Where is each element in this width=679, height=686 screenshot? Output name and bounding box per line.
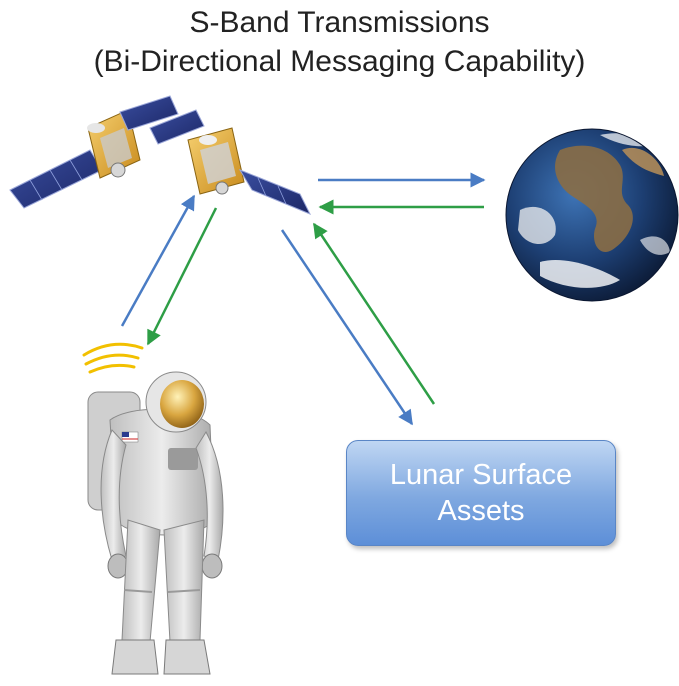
relay-satellite-icon [149,109,312,215]
link-arrow-astronaut-to-satellite [120,194,196,327]
earth-globe-icon [505,128,679,302]
diagram-title-line-1: S-Band Transmissions [189,6,490,39]
lunar-assets-label-line-1: Lunar Surface [389,459,573,491]
diagram-title-line-2: (Bi-Directional Messaging Capability) [93,45,586,78]
link-arrow-satellite-to-lunar-assets [280,229,414,426]
astronaut-icon [87,371,224,675]
lunar-surface-assets-box: Lunar Surface Assets [346,440,616,546]
link-arrow-satellite-to-astronaut [146,207,218,346]
link-arrow-lunar-assets-to-satellite [312,222,436,405]
lunar-assets-label-line-2: Assets [437,495,525,527]
radio-signal-icon [82,342,144,374]
relay-satellite-icon [9,95,179,209]
